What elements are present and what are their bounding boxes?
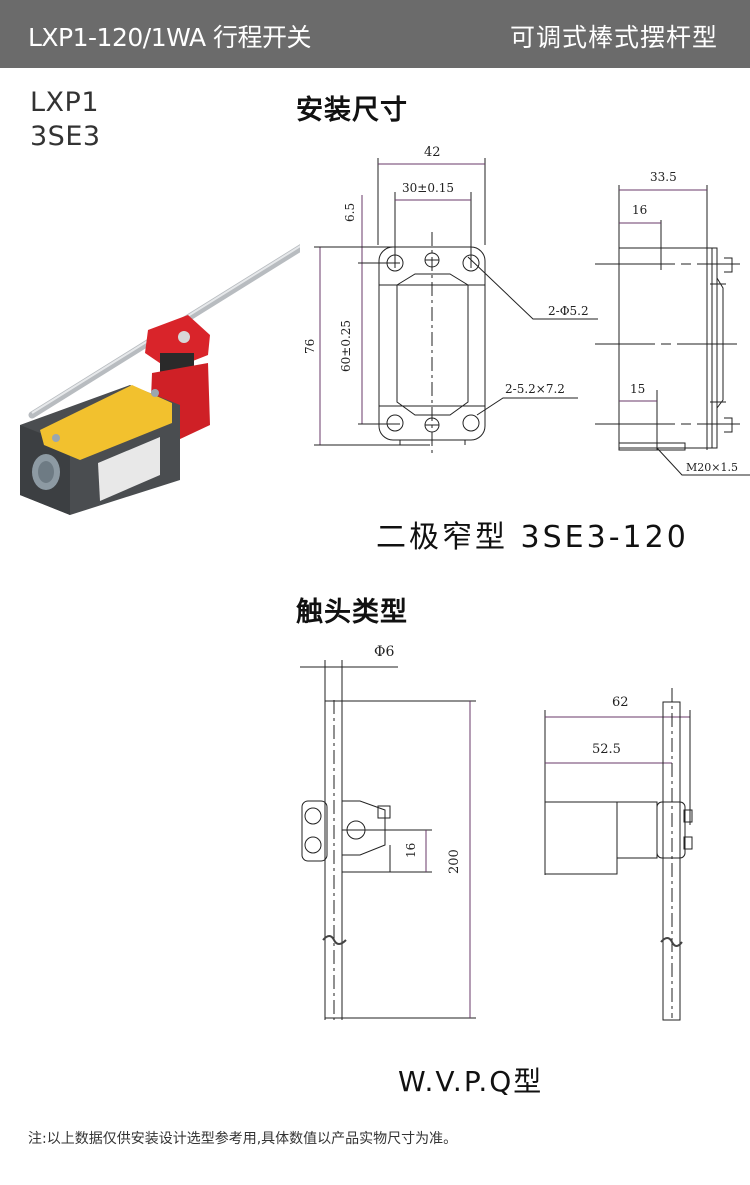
dim-body-to-rod: 52.5 xyxy=(592,742,621,757)
product-title: LXP1-120/1WA 行程开关 xyxy=(28,23,312,52)
side-view-drawing: 33.5 16 15 M20×1.5 xyxy=(595,170,750,476)
dim-hole-spacing-y: 60±0.25 xyxy=(339,320,353,372)
dim-slot-holes: 2-5.2×7.2 xyxy=(505,382,565,396)
dim-depth: 33.5 xyxy=(650,170,677,184)
dim-rod-length: 200 xyxy=(447,849,462,874)
dim-round-holes: 2-Φ5.2 xyxy=(548,304,589,318)
model-code-1: LXP1 xyxy=(30,87,99,118)
model-code-2: 3SE3 xyxy=(30,121,101,152)
dim-height: 76 xyxy=(303,339,317,354)
install-caption: 二极窄型 3SE3-120 xyxy=(376,520,689,555)
dim-side-top-offset: 16 xyxy=(632,203,647,217)
header-bar: LXP1-120/1WA 行程开关 可调式棒式摆杆型 xyxy=(0,0,750,68)
lever-front-drawing: Φ6 16 200 xyxy=(300,644,476,1020)
contact-caption: W.V.P.Q型 xyxy=(398,1065,544,1098)
front-view-drawing: 42 30±0.15 6.5 60±0.25 76 2-Φ5.2 2-5.2×7… xyxy=(303,145,598,455)
limit-switch-photo-icon xyxy=(20,244,300,515)
contact-section-title: 触头类型 xyxy=(296,597,408,628)
dim-rod-diameter: Φ6 xyxy=(374,644,394,660)
install-section-title: 安装尺寸 xyxy=(296,95,408,126)
model-codes: LXP1 3SE3 xyxy=(30,86,101,154)
dim-hole-spacing-x: 30±0.15 xyxy=(402,181,454,195)
footer-note: 注:以上数据仅供安装设计选型参考用,具体数值以产品实物尺寸为准。 xyxy=(28,1131,458,1147)
dim-clamp-offset: 16 xyxy=(404,843,418,858)
dim-top-offset: 6.5 xyxy=(343,203,357,222)
dim-side-bottom-offset: 15 xyxy=(630,382,645,396)
dim-width: 42 xyxy=(424,145,441,160)
product-subtitle: 可调式棒式摆杆型 xyxy=(509,23,718,52)
dim-overall: 62 xyxy=(612,695,629,710)
dim-thread: M20×1.5 xyxy=(686,461,738,474)
lever-side-drawing: 62 52.5 xyxy=(544,688,693,1021)
